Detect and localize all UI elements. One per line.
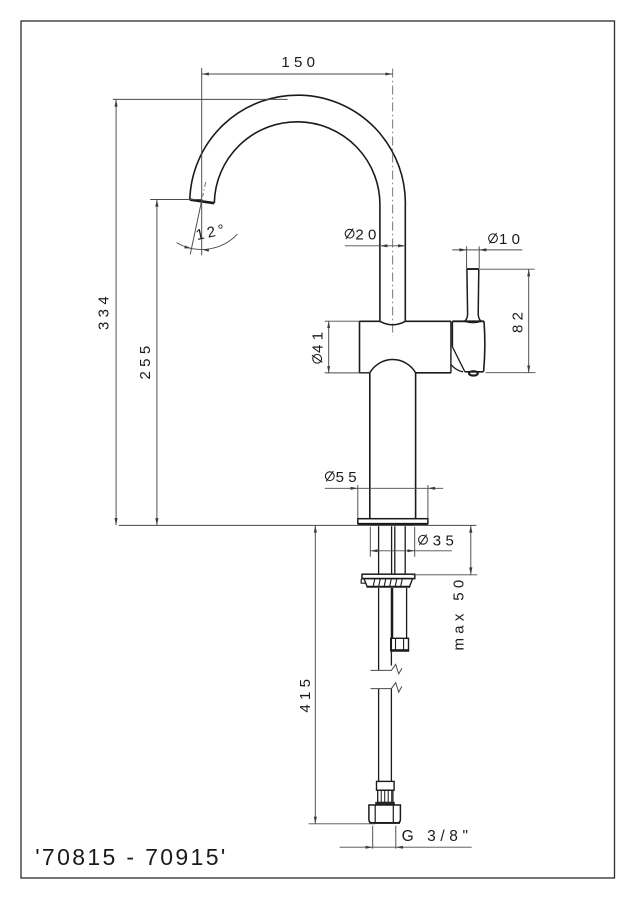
svg-text:41: 41 [309,328,326,353]
svg-text:82: 82 [509,308,526,333]
svg-text:'70815 - 70915': '70815 - 70915' [35,844,227,870]
svg-text:10: 10 [499,231,524,248]
svg-text:55: 55 [336,469,361,486]
svg-text:334: 334 [96,292,113,330]
svg-text:12°: 12° [194,221,229,244]
svg-text:20: 20 [355,226,380,243]
svg-text:G 3/8": G 3/8" [402,828,473,845]
svg-text:max 50: max 50 [451,576,468,651]
svg-text:150: 150 [281,54,319,71]
svg-text:255: 255 [137,342,154,380]
svg-text:415: 415 [297,675,314,713]
svg-text:35: 35 [433,532,458,549]
